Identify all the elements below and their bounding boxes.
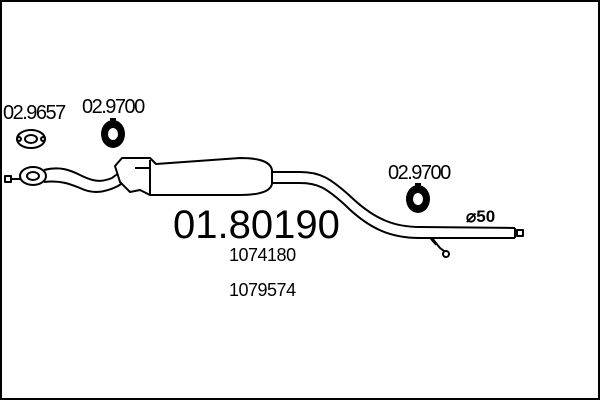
rubber-mount-icon — [406, 183, 430, 213]
oe-number: 1079574 — [229, 280, 296, 300]
hanger-bracket — [429, 237, 437, 246]
gasket-icon — [16, 129, 46, 149]
inlet-pipe — [4, 166, 145, 193]
pipe-diameter-label: ⌀50 — [466, 207, 496, 226]
accessory-ref-label: 02.9700 — [82, 96, 145, 118]
silencer-body — [114, 157, 273, 196]
outlet-pipe — [272, 171, 524, 258]
accessory-ref-label: 02.9700 — [388, 162, 451, 184]
rubber-mount-icon — [101, 118, 125, 148]
main-part-number: 01.80190 — [173, 203, 340, 247]
oe-number: 1074180 — [229, 245, 296, 265]
accessory-ref-label: 02.9657 — [3, 102, 66, 124]
